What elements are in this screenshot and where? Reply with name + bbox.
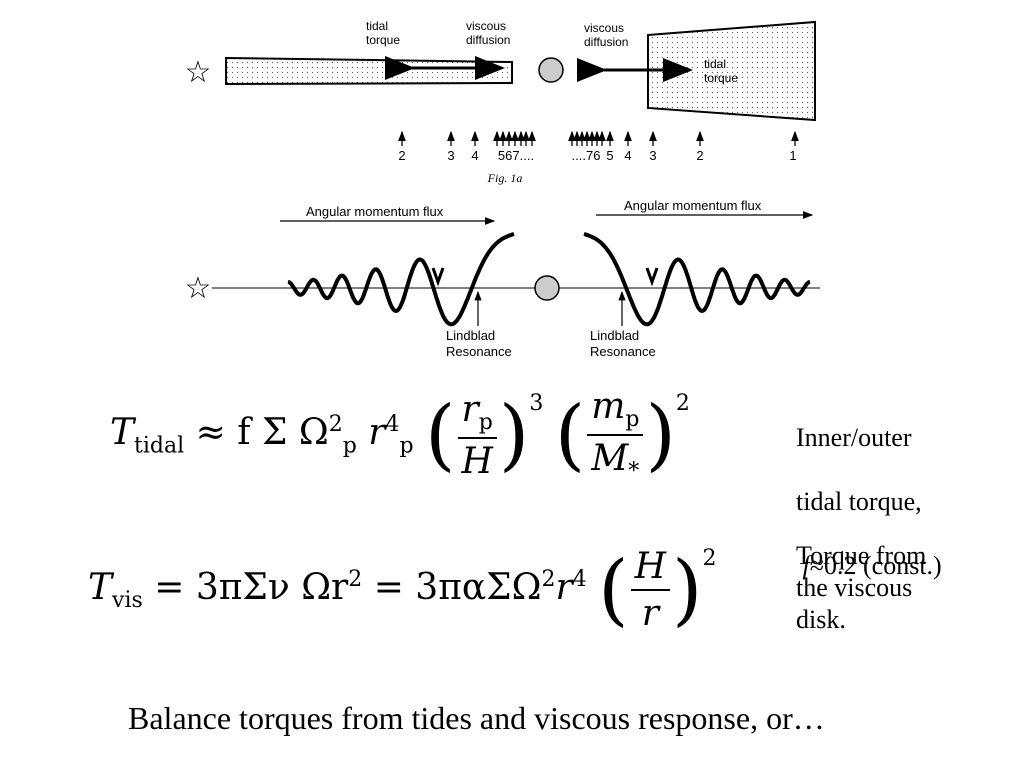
label-viscous-left-2: diffusion (466, 33, 510, 47)
svg-text:Angular momentum flux Angu: Angular momentum flux Angular momentum f… (306, 198, 762, 219)
label-viscous-right-1: viscous (584, 21, 624, 35)
res-left-567: 567.... (498, 148, 534, 163)
tidal-note-line1: Inner/outer (796, 423, 912, 452)
star-icon-lower: ☆ (185, 272, 212, 305)
svg-text:Lindblad Resonance Lin: Lindblad Resonance Lindblad Resonance (446, 328, 656, 359)
wave-direction-arrow-right (645, 267, 659, 287)
flux-label-left: Angular momentum flux (306, 204, 444, 219)
label-tidal-torque-right-2: torque (704, 71, 738, 85)
res-right-2: 2 (696, 148, 703, 163)
wave-direction-arrow-left (431, 267, 445, 287)
density-wave-inner (287, 232, 515, 327)
label-viscous-left-1: viscous (466, 19, 506, 33)
resonance-arrows (398, 130, 799, 146)
tidal-torque-note: Inner/outer tidal torque, f≈0.2 (const.) (796, 390, 942, 614)
res-right-3: 3 (649, 148, 656, 163)
lindblad-right-1: Lindblad (590, 328, 639, 343)
res-left-3: 3 (447, 148, 454, 163)
disk-torque-figure: ☆ tidal torque viscous diffusion viscous… (185, 19, 820, 359)
res-right-5: 5 (606, 148, 613, 163)
tidal-note-f: f (802, 551, 810, 580)
lindblad-left-2: Resonance (446, 344, 512, 359)
res-right-76: ....76 (572, 148, 601, 163)
fig-caption: Fig. 1a (487, 171, 523, 185)
res-left-4: 4 (471, 148, 478, 163)
lindblad-left-1: Lindblad (446, 328, 495, 343)
flux-label-right: Angular momentum flux (624, 198, 762, 213)
lindblad-right-2: Resonance (590, 344, 656, 359)
label-tidal-torque-left-1: tidal (366, 19, 388, 33)
label-viscous-right-2: diffusion (584, 35, 628, 49)
label-tidal-torque-left-2: torque (366, 33, 400, 47)
label-tidal-torque-right-1: tidal (704, 57, 726, 71)
density-wave-outer (583, 232, 811, 327)
tidal-note-value: ≈0.2 (const.) (809, 551, 942, 580)
slide-caption: Balance torques from tides and viscous r… (128, 700, 825, 736)
svg-text:tidal torque viscous: tidal torque viscous diffusion viscous d… (366, 19, 738, 85)
planet-icon-lower (534, 275, 560, 301)
res-right-1: 1 (789, 148, 796, 163)
inner-disk-wedge (225, 56, 513, 86)
outer-disk-wedge (647, 20, 816, 122)
tidal-note-line2: tidal torque, (796, 487, 922, 516)
res-left-2: 2 (398, 148, 405, 163)
planet-icon (538, 57, 564, 83)
viscous-torque-note: Torque from the viscous disk. (796, 541, 927, 634)
res-right-4: 4 (624, 148, 631, 163)
star-icon: ☆ (185, 56, 212, 89)
